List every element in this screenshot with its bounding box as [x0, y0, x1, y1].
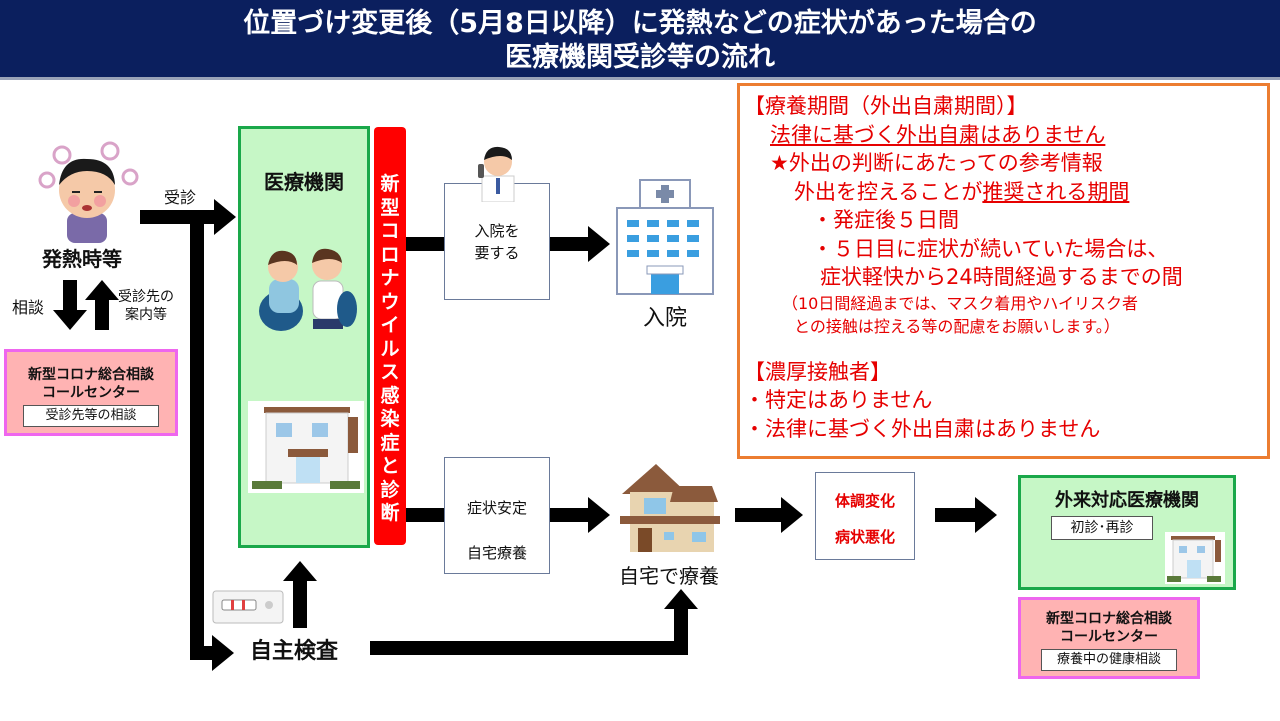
stable-line1: 症状安定 [466, 499, 527, 517]
diagnosis-bar-char: 染 [380, 408, 400, 430]
condition-line2: 病状悪化 [834, 528, 895, 546]
to-home-head [588, 497, 610, 533]
diagnosis-bar-char: 新 [380, 173, 400, 195]
call-center-left-title1: 新型コロナ総合相談 [28, 367, 154, 383]
diagnosis-bar-char: と [380, 455, 400, 477]
call-center-right-title2: コールセンター [1060, 629, 1158, 645]
title-banner: 位置づけ変更後（5月8日以降）に発熱などの症状があった場合の 医療機関受診等の流… [0, 0, 1280, 80]
diagnosis-bar-char: 感 [380, 384, 400, 407]
doctor-examining-patient-icon [251, 239, 363, 343]
medical-institution-title: 医療機関 [264, 170, 344, 194]
call-center-left-title2: コールセンター [42, 385, 140, 401]
self-test-up-head [283, 561, 317, 581]
self-test-up-shaft [293, 580, 307, 628]
title-line-1: 位置づけ変更後（5月8日以降）に発熱などの症状があった場合の [243, 8, 1037, 39]
medical-institution-box: 医療機関 [238, 126, 370, 548]
info-reference: ★外出の判断にあたっての参考情報 [770, 151, 1103, 175]
self-test-to-home-head [664, 589, 698, 609]
consult-arrow-head [53, 310, 87, 330]
call-center-left: 新型コロナ総合相談 コールセンター 受診先等の相談 [4, 349, 178, 436]
to-outpatient-shaft [935, 508, 977, 522]
covid-diagnosis-bar: 新型コロナウイルス感染症と診断 [374, 127, 406, 545]
guidance-label: 受診先の 案内等 [118, 288, 174, 324]
to-self-test-head [212, 635, 234, 671]
patient-label: 発熱時等 [42, 247, 122, 271]
info-recommended-period: 外出を控えることが推奨される期間 [744, 178, 1267, 207]
clinic-building-icon [248, 401, 364, 497]
self-test-to-home-shaft [370, 641, 688, 655]
info-recommended-a: 外出を控えることが [794, 179, 983, 204]
self-test-label: 自主検査 [250, 639, 339, 664]
info-contact-no-restriction: ・法律に基づく外出自粛はありません [744, 416, 1101, 441]
outpatient-clinic-icon [1165, 532, 1225, 588]
to-hospital-shaft [550, 237, 590, 251]
hospitalization-line1: 入院を [474, 222, 520, 240]
call-center-right: 新型コロナ総合相談 コールセンター 療養中の健康相談 [1018, 597, 1200, 679]
guidance-arrow-shaft [95, 300, 109, 330]
hospitalization-line2: 要する [474, 244, 520, 262]
info-no-legal-restriction: 法律に基づく外出自粛はありません [770, 122, 1106, 147]
house-icon [620, 458, 720, 558]
guidance-label-line1: 受診先の [118, 289, 174, 305]
stable-line2: 自宅療養 [466, 544, 527, 562]
guidance-arrow-head [85, 280, 119, 300]
self-test-to-home-riser [674, 608, 688, 655]
info-contact-not-identified: ・特定はありません [744, 388, 933, 412]
to-self-test-shaft [190, 646, 214, 660]
title-line-2: 医療機関受診等の流れ [505, 42, 775, 73]
to-outpatient-head [975, 497, 997, 533]
diagnosis-bar-char: ウ [380, 290, 400, 313]
info-recommended-b: 推奨される期間 [982, 179, 1130, 204]
info-bullet-symptoms: ・５日目に症状が続いていた場合は、 [812, 236, 1169, 261]
to-hospital-head [588, 226, 610, 262]
diagnosis-bar-char: コ [380, 220, 400, 242]
visit-label: 受診 [164, 188, 197, 207]
to-condition-head [781, 497, 803, 533]
outpatient-sub: 初診･再診 [1051, 516, 1153, 540]
diagnosis-bar-char: 型 [380, 196, 400, 219]
visit-arrow-head [214, 199, 236, 235]
info-heading-close-contact: 【濃厚接触者】 [744, 359, 891, 384]
info-bullet-24h: 症状軽快から24時間経過するまでの間 [820, 265, 1183, 289]
info-note-line2: との接触は控える等の配慮をお願いします。） [794, 316, 1120, 336]
to-home-shaft [550, 508, 590, 522]
diagnosis-bar-char: 断 [380, 502, 400, 524]
diagnosis-bar-char: イ [380, 314, 400, 336]
diagnosis-bar-char: ル [380, 337, 400, 360]
vertical-line-left [190, 210, 204, 660]
diagnosis-bar-char: ロ [380, 243, 400, 266]
diagnosis-bar-char: 症 [380, 431, 400, 454]
doctor-on-phone-icon [470, 142, 526, 206]
visit-arrow-shaft [140, 210, 216, 224]
info-note-line1: （10日間経過までは、マスク着用やハイリスク者 [782, 293, 1139, 313]
guidance-label-line2: 案内等 [125, 307, 167, 323]
hospital-building-icon [615, 178, 715, 300]
diagnosis-bar-char: ナ [380, 267, 400, 289]
diagnosis-bar-char: 診 [380, 478, 400, 501]
antigen-test-kit-icon [212, 590, 284, 628]
call-center-left-sub: 受診先等の相談 [23, 405, 159, 427]
call-center-right-title1: 新型コロナ総合相談 [1046, 611, 1172, 627]
consult-label: 相談 [12, 298, 45, 317]
hospital-branch-shaft [406, 237, 444, 251]
consult-arrow-shaft [63, 280, 77, 310]
condition-change-box: 体調変化 病状悪化 [815, 472, 915, 560]
diagnosis-bar-char: ス [380, 361, 400, 383]
call-center-right-sub: 療養中の健康相談 [1041, 649, 1177, 671]
condition-line1: 体調変化 [834, 492, 895, 510]
feverish-person-icon [32, 135, 142, 243]
info-bullet-5days: ・発症後５日間 [812, 208, 959, 232]
stable-home-box: 症状安定 自宅療養 [444, 457, 550, 574]
outpatient-clinic-box: 外来対応医療機関 初診･再診 [1018, 475, 1236, 590]
outpatient-title: 外来対応医療機関 [1055, 490, 1199, 511]
info-heading-recuperation: 【療養期間（外出自粛期間）】 [744, 94, 1028, 118]
to-condition-shaft [735, 508, 783, 522]
home-branch-shaft [406, 508, 444, 522]
recuperation-info-box: 【療養期間（外出自粛期間）】 法律に基づく外出自粛はありません ★外出の判断にあ… [737, 83, 1270, 459]
home-label: 自宅で療養 [619, 564, 719, 588]
hospital-label: 入院 [643, 306, 688, 331]
